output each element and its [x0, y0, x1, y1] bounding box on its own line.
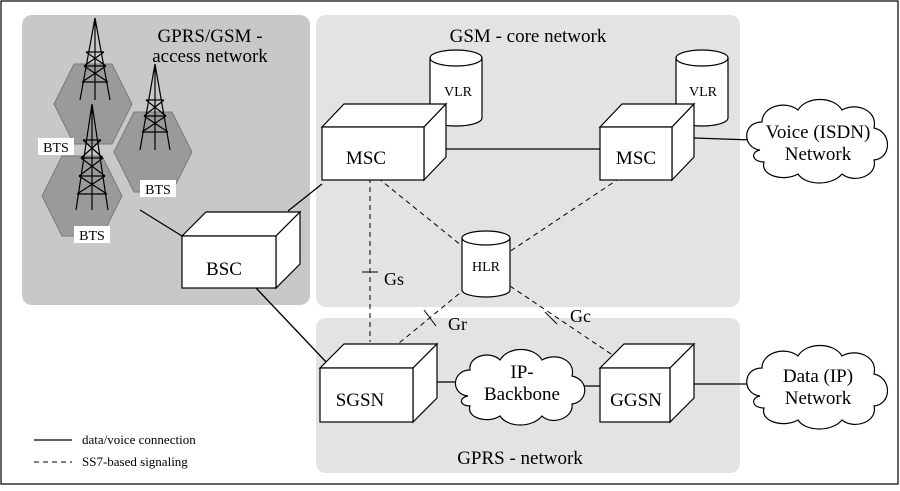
link-msc-voice [693, 137, 753, 141]
signal-hlr-sgsn-gr [397, 287, 467, 345]
bts-label-2: BTS [145, 183, 171, 198]
ip-backbone-label-line2: Backbone [484, 384, 560, 405]
vlr-left-label: VLR [444, 85, 473, 100]
bts-label-bg-3 [74, 226, 110, 243]
hlr-label: HLR [472, 260, 501, 275]
sgsn-box [318, 342, 439, 424]
data-network-label-line2: Network [785, 388, 852, 409]
voice-isdn-cloud [746, 98, 889, 184]
gprs-network-title: GPRS - network [457, 448, 583, 469]
sgsn-label: SGSN [336, 390, 385, 411]
legend-solid-label: data/voice connection [82, 432, 196, 447]
voice-network-label-line2: Network [785, 144, 852, 165]
bts-label-bg-1 [38, 138, 74, 155]
signal-hlr-ggsn-gc [509, 285, 615, 357]
msc-left-label: MSC [346, 148, 386, 169]
ip-backbone-label-line1: IP- [510, 362, 533, 383]
core-network-title: GSM - core network [450, 26, 607, 47]
ggsn-label: GGSN [610, 390, 662, 411]
gc-tick [544, 311, 558, 325]
hlr-cylinder [461, 230, 511, 298]
bts-tower-icon-2 [139, 63, 171, 151]
access-network-title-line1: GPRS/GSM - [157, 26, 262, 47]
bsc-label: BSC [206, 259, 242, 280]
voice-network-label-line1: Voice (ISDN) [766, 122, 871, 143]
link-bsc-sgsn [255, 287, 329, 365]
ip-backbone-cloud [454, 348, 586, 426]
core-network-region [316, 15, 740, 307]
cell-hexagon-top [53, 63, 133, 145]
bts-label-3: BTS [79, 229, 105, 244]
bts-label-bg-2 [140, 180, 176, 197]
msc-right-box [598, 102, 696, 182]
legend-dashed-label: SS7-based signaling [82, 454, 188, 469]
bts-tower-icon-1 [79, 17, 111, 101]
bts-label-1: BTS [43, 141, 69, 156]
link-bsc-msc [287, 183, 323, 212]
interface-gr-label: Gr [448, 314, 467, 334]
access-network-title-line2: access network [152, 46, 268, 67]
vlr-right-label: VLR [689, 85, 718, 100]
signal-msc-hlr [377, 177, 463, 247]
ggsn-box [598, 342, 696, 424]
interface-gs-label: Gs [384, 269, 404, 289]
msc-right-label: MSC [616, 148, 656, 169]
gr-tick [423, 309, 437, 327]
link-bts-bsc [139, 209, 183, 237]
bts-tower-icon-3 [75, 103, 109, 211]
bsc-box [180, 210, 302, 290]
data-ip-cloud [746, 344, 889, 430]
interface-gc-label: Gc [570, 306, 591, 326]
signal-msc-hlr-right [505, 177, 621, 255]
data-network-label-line1: Data (IP) [783, 366, 853, 387]
msc-left-box [320, 102, 448, 182]
